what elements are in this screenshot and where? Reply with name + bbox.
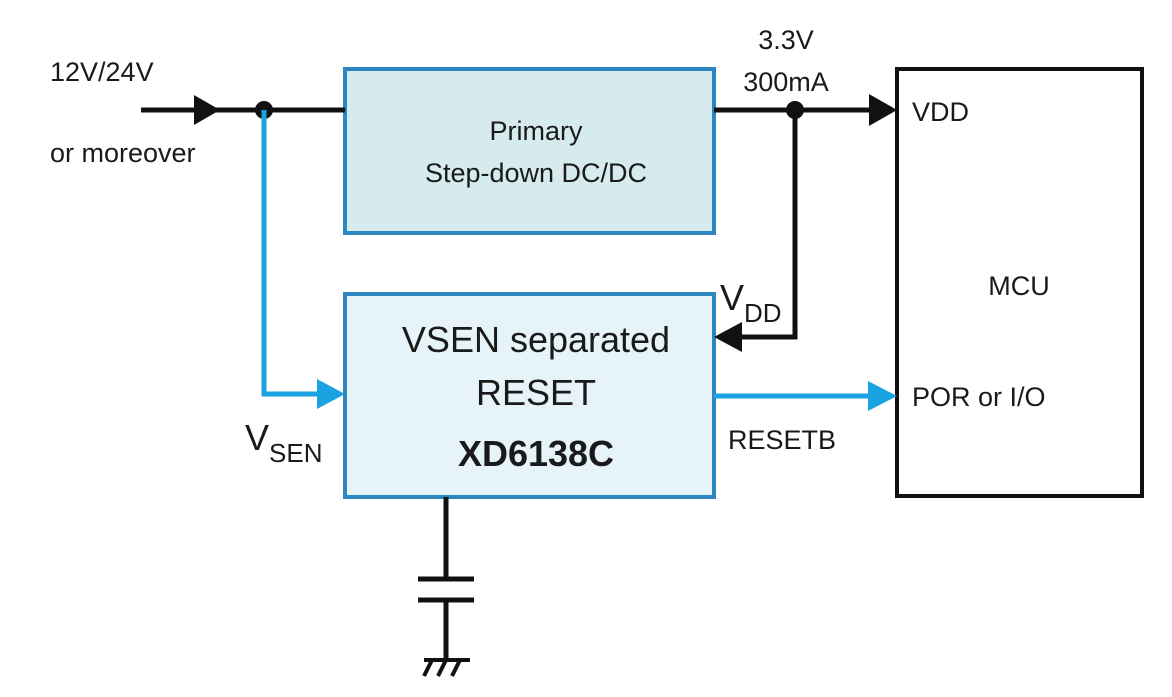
input-note-label: or moreover: [50, 138, 196, 168]
mcu-pin-vdd: VDD: [912, 97, 969, 127]
vdd-arrow-icon: [869, 94, 897, 126]
vsen-pin-main: V: [245, 417, 269, 458]
primary-dcdc-block: [343, 67, 716, 235]
vdd-pin-sub: DD: [744, 298, 782, 328]
mcu-title: MCU: [988, 271, 1050, 301]
primary-block-line1: Primary: [490, 116, 583, 146]
reset-block-line1: VSEN separated: [402, 319, 670, 360]
resetb-label: RESETB: [728, 425, 836, 455]
resetb-arrow-icon: [868, 381, 897, 411]
ground-icon: [422, 658, 470, 677]
vsen-pin-label: VSEN: [245, 417, 322, 468]
vdd-feed-wire: [738, 110, 798, 340]
vdd-pin-label: VDD: [720, 277, 782, 328]
input-arrow-icon: [194, 95, 220, 125]
primary-block-line2: Step-down DC/DC: [425, 158, 647, 188]
reset-block-line2: RESET: [476, 372, 596, 413]
mcu-pin-por: POR or I/O: [912, 382, 1046, 412]
vsen-arrow-icon: [317, 379, 345, 409]
output-current-label: 300mA: [743, 67, 829, 97]
mcu-block: [895, 67, 1144, 498]
vdd-pin-main: V: [720, 277, 744, 318]
vsen-pin-sub: SEN: [269, 438, 322, 468]
reset-ic-block: [343, 292, 716, 499]
input-voltage-label: 12V/24V: [50, 57, 154, 87]
reset-part-number: XD6138C: [458, 433, 614, 474]
output-voltage-label: 3.3V: [758, 25, 814, 55]
vdd-feed-arrow-icon: [714, 322, 742, 352]
vsen-wire: [261, 110, 320, 397]
